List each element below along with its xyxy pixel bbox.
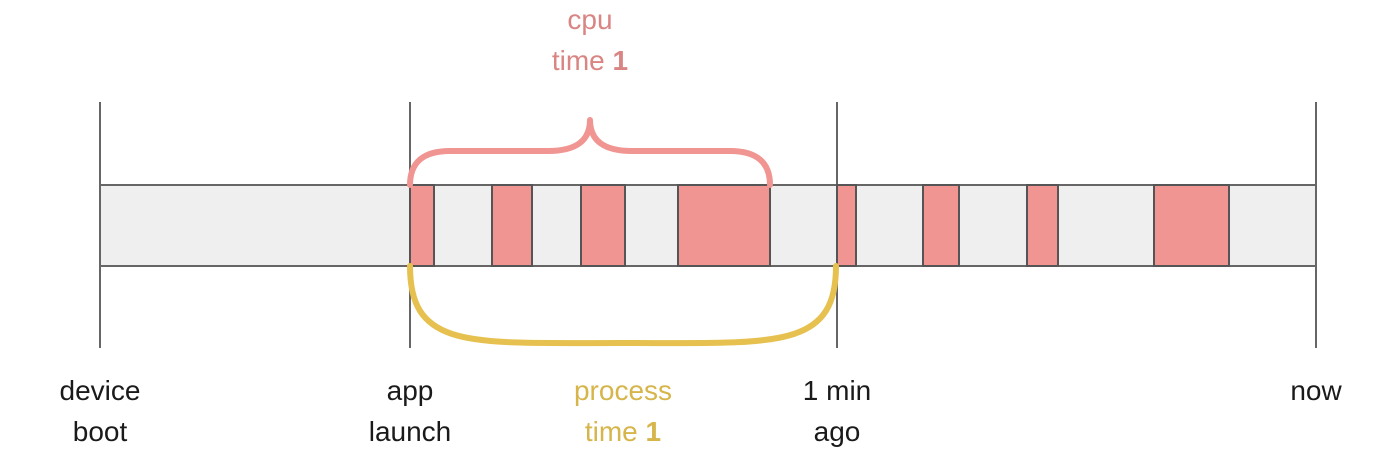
cpu-segment [1153,184,1230,267]
process-time-text: time [585,416,638,447]
app-launch-label-line1: app [387,375,434,406]
process-time-label-line1: process [574,375,672,406]
cpu-time-number: 1 [613,45,629,76]
process-time-label-line2: time 1 [585,416,661,447]
one-min-ago-label-line2: ago [814,416,861,447]
now-label: now [1290,375,1342,406]
one-min-ago-label-line1: 1 min [803,375,871,406]
cpu-time-label-line2: time 1 [552,45,628,76]
cpu-segments [409,184,1230,267]
cpu-segment [677,184,771,267]
cpu-time-label-line1: cpu [567,4,612,35]
process-time-number: 1 [646,416,662,447]
cpu-segment [1026,184,1059,267]
cpu-segment [491,184,533,267]
cpu-time-text: time [552,45,605,76]
app-launch-label-line2: launch [369,416,452,447]
device-boot-label-line2: boot [73,416,128,447]
cpu-time-brace [407,117,773,188]
device-boot-label-line1: device [60,375,141,406]
cpu-segment [836,184,857,267]
cpu-segment [922,184,960,267]
cpu-segment [409,184,435,267]
cpu-segment [580,184,626,267]
process-time-brace [407,263,839,347]
